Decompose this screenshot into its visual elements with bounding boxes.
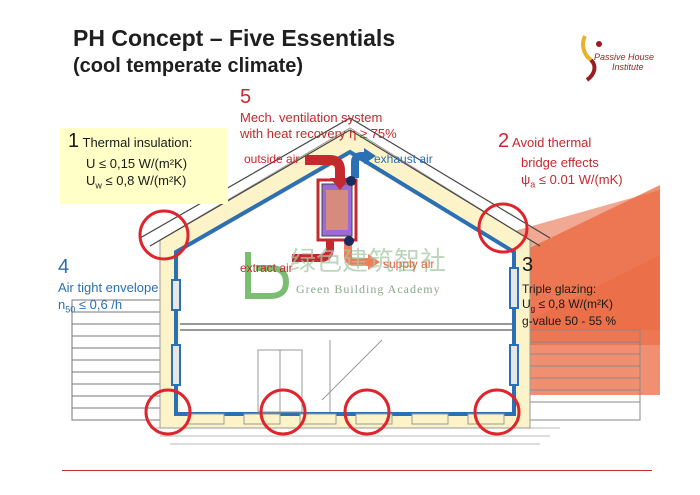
interior-details — [257, 339, 383, 413]
essential-4-line1: Air tight envelope — [58, 280, 159, 295]
fan-icon-top — [346, 176, 356, 186]
supply-air-arrow-icon — [344, 242, 372, 266]
essential-3-number: 3 — [522, 254, 534, 276]
outside-air-label: outside air — [244, 152, 300, 166]
essential-2-line1: Avoid thermal — [512, 135, 592, 150]
essential-5-number: 5 — [240, 86, 252, 108]
phi-logo-icon — [581, 35, 602, 82]
essential-4-number: 4 — [58, 256, 70, 278]
left-annex — [71, 299, 171, 421]
supply-air-arrowhead — [368, 254, 380, 270]
supply-air-label: supply air — [383, 257, 435, 271]
sun-ray-band — [500, 190, 660, 345]
svg-text:绿色建筑智社: 绿色建筑智社 — [290, 247, 446, 277]
essential-1-heading: 1 Thermal insulation: — [68, 130, 192, 153]
essential-2-line2: bridge effects — [521, 155, 599, 170]
essential-1-number: 1 — [68, 130, 80, 152]
title-line1: PH Concept – Five Essentials — [73, 25, 396, 51]
extract-air-arrow-icon — [292, 240, 334, 262]
essential-3-line1: Triple glazing: — [522, 282, 597, 296]
essential-3-g-value: g-value 50 - 55 % — [522, 314, 617, 328]
essential-1-title: Thermal insulation: — [82, 135, 193, 150]
essential-1-u-value: U ≤ 0,15 W/(m²K) — [86, 156, 188, 171]
essential-5-line1: Mech. ventilation system — [240, 110, 383, 125]
floor-lines — [180, 323, 512, 331]
logo-line1: Passive House — [594, 52, 655, 62]
essential-2-heading: 2 Avoid thermal — [498, 130, 591, 153]
roof-lines — [139, 117, 551, 247]
essential-2-number: 2 — [498, 130, 510, 152]
essential-4-n50-value: n50 ≤ 0,6 /h — [58, 297, 123, 315]
watermark-text: Green Building Academy — [296, 282, 441, 296]
essential-5-line2: with heat recovery η ≥ 75% — [240, 126, 397, 141]
fan-icon-bottom — [344, 236, 354, 246]
title-line2: (cool temperate climate) — [73, 55, 304, 77]
exhaust-air-label: exhaust air — [374, 152, 433, 166]
footer-divider — [62, 470, 652, 471]
essential-2-psi-value: ψa ≤ 0.01 W/(mK) — [521, 172, 623, 190]
exhaust-air-arrow-icon — [351, 152, 368, 178]
airtight-envelope — [174, 149, 516, 416]
extract-air-label: extract air — [240, 261, 293, 275]
ventilation-unit-inner — [326, 190, 348, 230]
outside-air-arrowhead — [330, 178, 350, 190]
essential-3-ug-value: Ug ≤ 0,8 W/(m²K) — [522, 297, 614, 314]
watermark-logo-icon: 绿色建筑智社 — [245, 247, 446, 299]
essential-1-box — [60, 128, 228, 204]
outside-air-arrow-icon — [305, 155, 345, 182]
logo-line2: Institute — [612, 62, 644, 72]
logo-text: Passive House Institute — [594, 52, 654, 72]
essential-1-uw-value: Uw ≤ 0,8 W/(m²K) — [86, 173, 187, 191]
side-windows — [171, 267, 519, 386]
exhaust-air-arrowhead — [364, 148, 376, 164]
house-interior — [180, 156, 512, 412]
page-title: PH Concept – Five Essentials (cool tempe… — [73, 24, 395, 80]
thermal-bridge-circles — [138, 202, 529, 436]
